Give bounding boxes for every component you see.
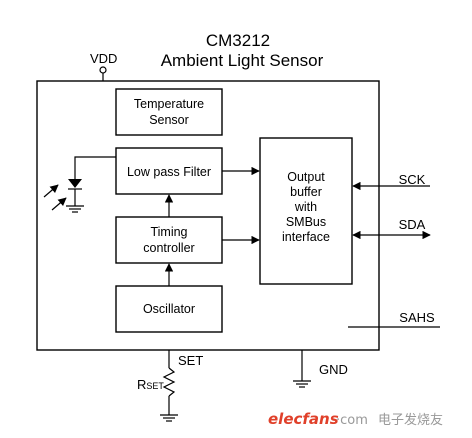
output-label-3: with — [294, 200, 317, 214]
watermark-brand: elecfans — [268, 410, 339, 428]
timing-label-2: controller — [143, 241, 194, 255]
elecfans-watermark: elecfans ·com 电子发烧友 — [268, 410, 443, 428]
oscillator-label: Oscillator — [143, 302, 195, 316]
oscillator-block: Oscillator — [115, 285, 223, 333]
sahs-label: SAHS — [399, 310, 435, 325]
timing-label-1: Timing — [150, 225, 187, 239]
sck-label: SCK — [399, 172, 426, 187]
output-label-1: Output — [287, 170, 325, 184]
vdd-label: VDD — [90, 51, 117, 66]
rset-ground-icon — [160, 414, 178, 422]
output-label-2: buffer — [290, 185, 322, 199]
low-pass-filter-block: Low pass Filter — [115, 147, 223, 195]
timing-controller-block: Timing controller — [115, 216, 223, 264]
set-label: SET — [178, 353, 203, 368]
output-buffer-block: Output buffer with SMBus interface — [259, 137, 353, 285]
temperature-label-1: Temperature — [134, 97, 204, 111]
output-label-4: SMBus — [286, 215, 326, 229]
rset-sub: SET — [146, 381, 164, 391]
gnd-label: GND — [319, 362, 348, 377]
watermark-cn: 电子发烧友 — [378, 412, 443, 428]
photodiode-icon — [43, 156, 116, 213]
output-label-5: interface — [282, 230, 330, 244]
temperature-label-2: Sensor — [149, 113, 189, 127]
chip-title: CM3212 — [206, 31, 270, 50]
chip-subtitle: Ambient Light Sensor — [161, 51, 324, 70]
temperature-sensor-block: Temperature Sensor — [115, 88, 223, 136]
watermark-suffix: ·com — [336, 413, 368, 428]
vdd-pin-circle — [99, 66, 107, 74]
rset-main: R — [137, 377, 146, 392]
gnd-ground-icon — [293, 380, 311, 388]
rset-resistor-icon — [162, 367, 176, 397]
rset-label: RSET — [137, 377, 164, 392]
sda-label: SDA — [399, 217, 426, 232]
lowpass-label: Low pass Filter — [127, 165, 211, 179]
